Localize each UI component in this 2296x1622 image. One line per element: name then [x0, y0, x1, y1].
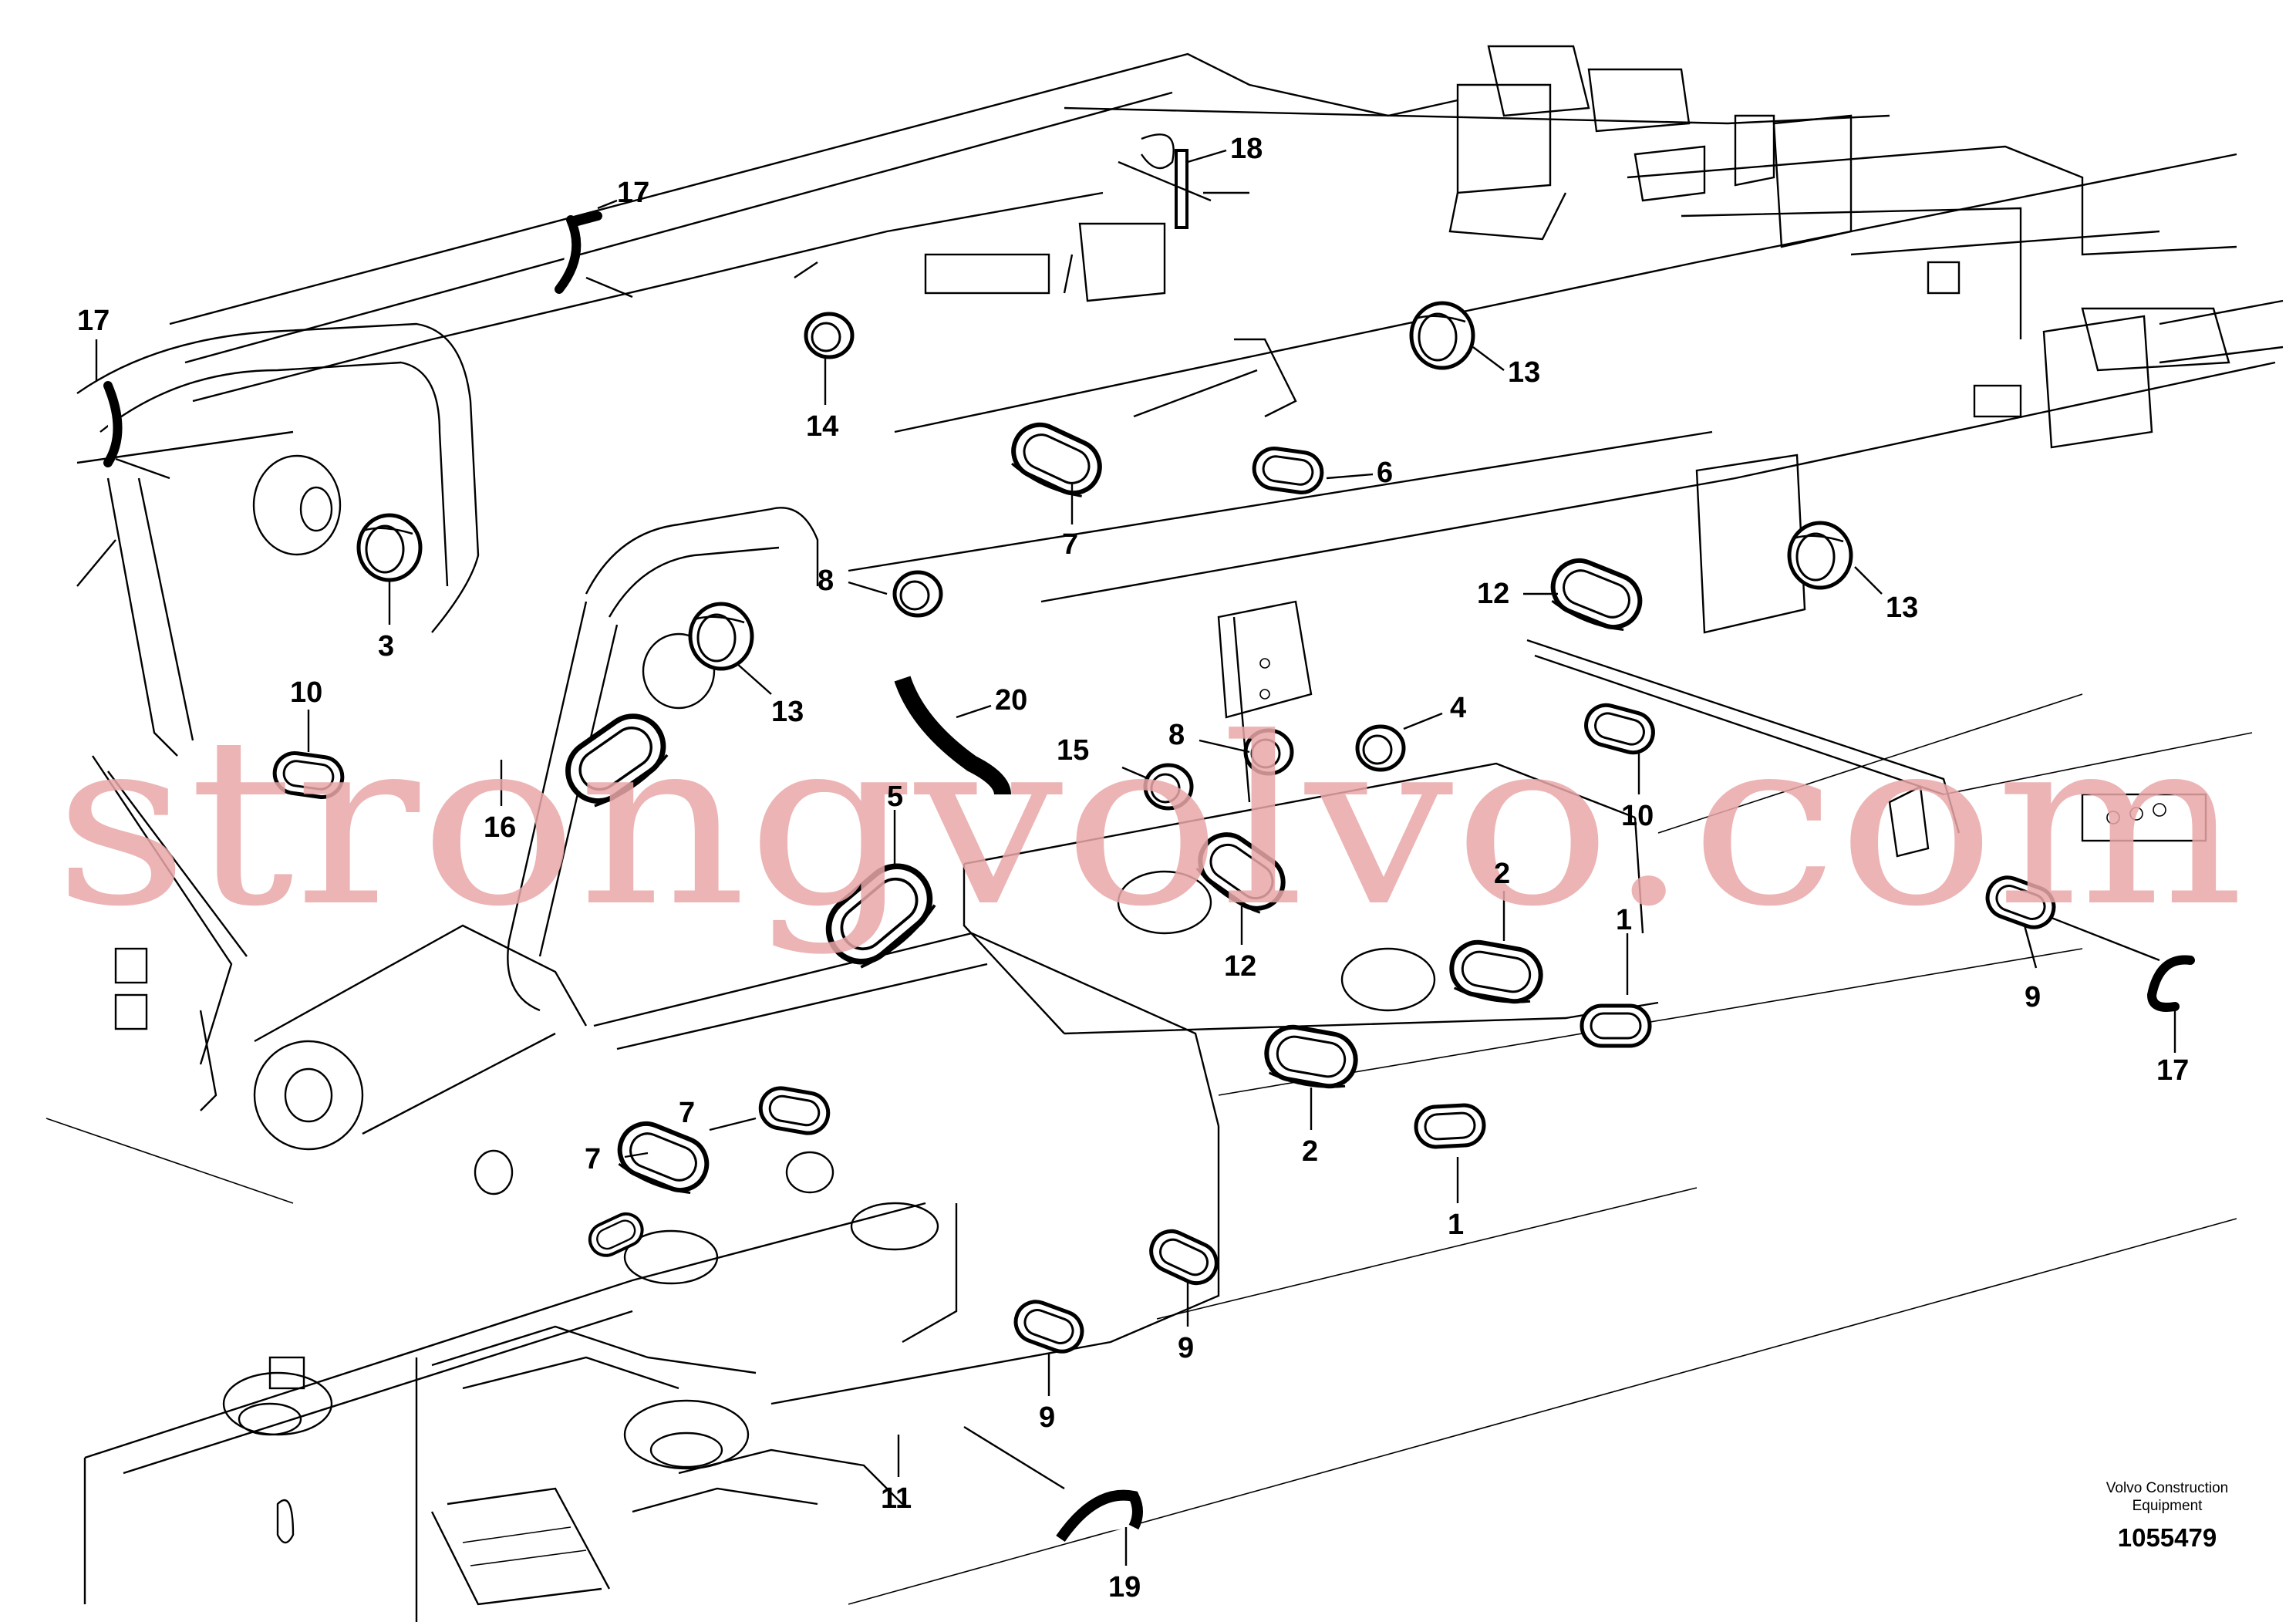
callout-8: 8 — [818, 565, 834, 597]
grommet-part-9c — [1010, 1297, 1087, 1357]
grommet-part-8a — [895, 572, 941, 615]
callout-8: 8 — [1168, 719, 1185, 751]
hose-part-19 — [1056, 1489, 1143, 1543]
callout-7: 7 — [1062, 528, 1078, 561]
hose-part-20 — [894, 676, 1011, 796]
callout-12: 12 — [1224, 950, 1256, 983]
callout-16: 16 — [484, 811, 516, 844]
callout-17: 17 — [2156, 1054, 2189, 1087]
callout-12: 12 — [1477, 578, 1509, 610]
grommet-part-13a — [1411, 303, 1473, 368]
callout-labels: 1 1 2 2 3 4 5 6 7 7 7 8 8 9 9 9 10 10 11… — [77, 133, 2189, 1603]
callout-10: 10 — [290, 676, 322, 709]
callout-20: 20 — [995, 684, 1027, 717]
callout-1: 1 — [1448, 1209, 1464, 1241]
callout-18: 18 — [1230, 133, 1263, 165]
callout-10: 10 — [1621, 800, 1654, 832]
grommet-part-12a — [1544, 553, 1647, 637]
callout-2: 2 — [1302, 1135, 1318, 1168]
frame-structure — [46, 45, 2284, 1622]
callout-9: 9 — [1039, 1401, 1055, 1434]
hose-part-17b — [555, 211, 602, 294]
callout-17: 17 — [77, 305, 110, 337]
callout-13: 13 — [1886, 592, 1918, 624]
callout-9: 9 — [2025, 981, 2041, 1013]
callout-3: 3 — [378, 630, 394, 663]
leader-lines — [95, 149, 2176, 1566]
grommet-part-9b — [1145, 1225, 1223, 1290]
grommet-part-1a — [1582, 1006, 1650, 1046]
grommet-part-6 — [1252, 446, 1324, 495]
grommet-part-7a — [1004, 416, 1108, 504]
callout-4: 4 — [1450, 692, 1466, 724]
grommet-part-14 — [806, 314, 852, 357]
callout-15: 15 — [1057, 734, 1089, 767]
callout-19: 19 — [1108, 1571, 1141, 1603]
grommet-part-13b — [690, 604, 752, 669]
callout-14: 14 — [806, 410, 838, 443]
hose-part-17c — [2146, 955, 2195, 1012]
callout-6: 6 — [1377, 457, 1393, 489]
callout-7: 7 — [585, 1143, 601, 1175]
callout-7: 7 — [679, 1097, 695, 1129]
title-block: Volvo Construction Equipment 1055479 — [2106, 1480, 2228, 1552]
document-number: 1055479 — [2118, 1523, 2217, 1552]
callout-11: 11 — [881, 1482, 912, 1515]
callout-17: 17 — [617, 177, 649, 209]
callout-13: 13 — [1508, 356, 1540, 389]
callout-1: 1 — [1616, 904, 1632, 936]
grommet-part-7b — [757, 1085, 831, 1136]
brand-line-2: Equipment — [2132, 1498, 2203, 1514]
grommet-part-13c — [1789, 523, 1851, 588]
watermark-text: strongvolvo.com — [54, 688, 2244, 957]
hose-part-17a — [103, 381, 123, 467]
grommet-part-1b — [1415, 1104, 1485, 1148]
grommet-part-11 — [585, 1209, 647, 1260]
grommet-part-7c — [611, 1116, 714, 1200]
grommet-part-3 — [359, 515, 420, 580]
callout-13: 13 — [771, 696, 804, 728]
callout-9: 9 — [1178, 1332, 1194, 1364]
callout-5: 5 — [887, 781, 903, 813]
brand-line-1: Volvo Construction — [2106, 1480, 2228, 1496]
grommet-part-2b — [1262, 1023, 1360, 1092]
callout-2: 2 — [1494, 858, 1510, 890]
